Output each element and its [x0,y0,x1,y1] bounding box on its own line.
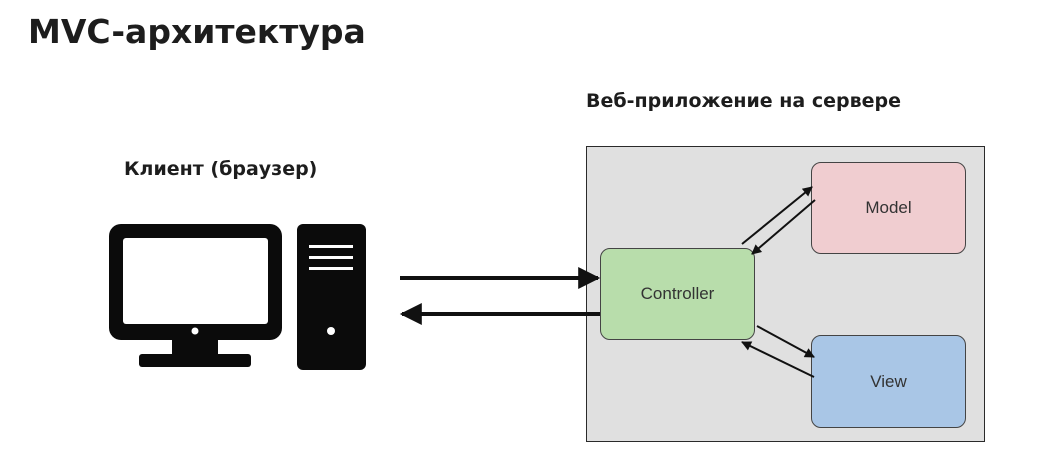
view-label: View [870,371,907,391]
slide-title: MVC-архитектура [28,12,366,51]
controller-label: Controller [640,284,715,303]
server-label: Веб-приложение на сервере [586,90,901,112]
model-box: Model [811,162,966,254]
monitor-icon [109,224,282,367]
model-label: Model [865,198,912,217]
system-unit-icon [297,224,366,370]
controller-box: Controller [600,248,755,340]
client-label: Клиент (браузер) [124,158,318,180]
view-box: View [811,335,966,428]
